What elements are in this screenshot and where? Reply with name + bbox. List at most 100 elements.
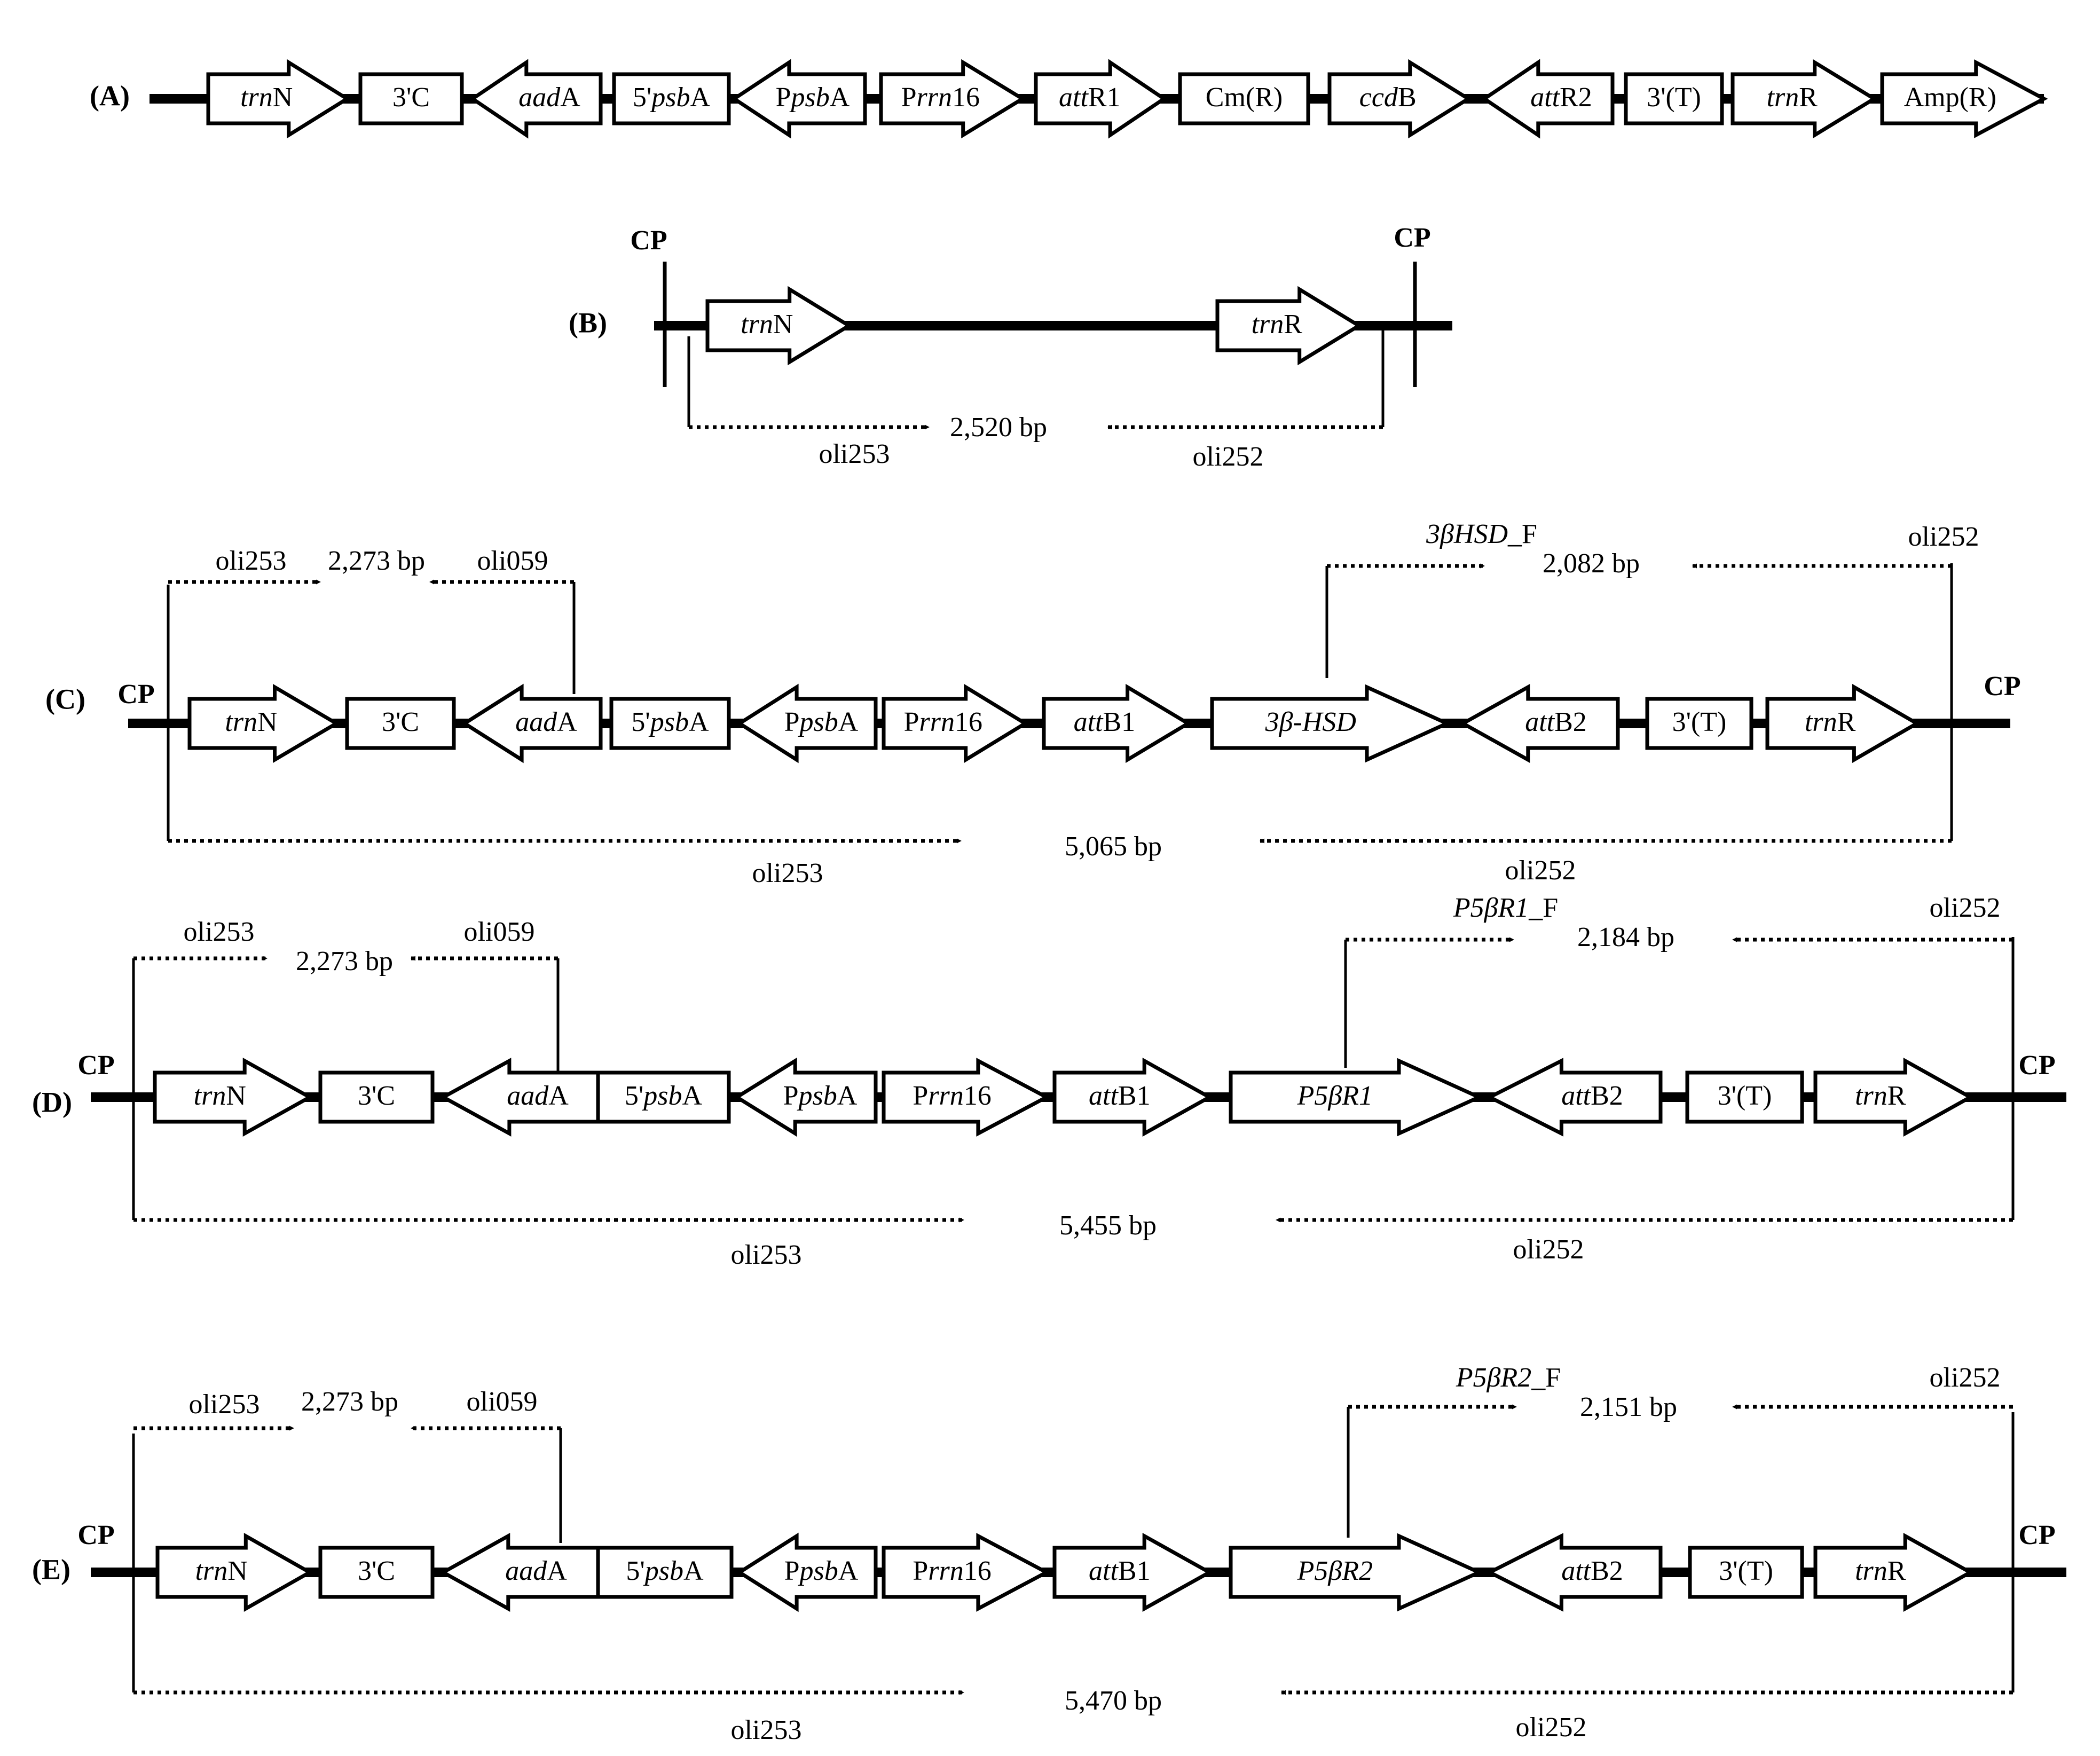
element-3-c-label: 3'C [358,1556,395,1586]
element-attb1: attB1 [1052,1058,1214,1137]
element-cm-r-label: Cm(R) [1206,82,1283,113]
element-attb2-shape [1485,1058,1663,1137]
element-5-psba-label: 5'psbA [633,82,711,113]
element-3-t-shape [1685,1070,1804,1124]
forward-primer-label: oli253 [184,917,255,947]
element-attb1-shape [1052,1533,1214,1612]
element-3-c-shape [358,72,464,125]
element-trnn-label: trnN [195,1556,248,1586]
element-p5-r2-label: P5βR2 [1297,1556,1373,1586]
element-attr2: attR2 [1481,59,1615,139]
element-aada: aadA [439,1058,603,1137]
cp-label-2: CP [2018,1050,2055,1081]
reverse-primer-label: oli059 [467,1387,538,1417]
element-p5-r1-label: P5βR1 [1297,1081,1373,1111]
element-3-t-label: 3'(T) [1718,1081,1772,1111]
reverse-primer-label: oli059 [477,546,548,576]
element-ppsba-label: PpsbA [784,707,859,737]
element-prrn16-label: Prrn16 [904,707,982,737]
element-prrn16-shape [882,1058,1051,1137]
element-3-c: 3'C [358,72,464,125]
element-trnn-label: trnN [240,82,293,113]
panel-label: (E) [32,1553,70,1585]
element-attb2: attB2 [1485,1533,1663,1612]
cp-label-2: CP [2018,1520,2055,1550]
forward-primer-label: oli253 [731,1240,802,1270]
element-trnn-label: trnN [194,1081,246,1111]
element-p5-r2: P5βR2 [1229,1533,1484,1612]
element-trnr-shape [1215,286,1363,366]
element-attb2: attB2 [1485,1058,1663,1137]
panel-b: (B) trnN trnR [569,286,1452,366]
element-prrn16: Prrn16 [882,1533,1051,1612]
forward-primer-label: P5βR1_F [1453,893,1558,923]
element-trnr: trnR [1731,59,1878,139]
element-3-c-label: 3'C [392,82,430,113]
element-5-psba-shape [609,697,731,750]
element-3-c-label: 3'C [358,1081,395,1111]
element-ppsba-label: PpsbA [784,1556,859,1586]
element-trnr-shape [1731,59,1878,139]
element-trnn: trnN [705,286,853,366]
element-trnr-shape [1813,1533,1975,1612]
panel-label: (D) [32,1086,72,1118]
element-trnr-label: trnR [1767,82,1818,113]
element-ccdb-shape [1327,59,1472,139]
panel-label: (B) [569,306,607,338]
element-3-c-shape [318,1546,435,1599]
element-5-psba-label: 5'psbA [625,1081,703,1111]
element-trnr-label: trnR [1252,309,1303,340]
element-attb2: attB2 [1459,684,1620,763]
element-attr1: attR1 [1034,59,1168,139]
element-attr1-label: attR1 [1059,82,1121,113]
element-5-psba-label: 5'psbA [631,707,709,737]
element-3-t-label: 3'(T) [1719,1556,1773,1586]
reverse-primer-label: oli059 [464,917,535,947]
element-prrn16-shape [882,683,1029,763]
element-p5-r1: P5βR1 [1229,1058,1484,1137]
reverse-primer-label: oli252 [1516,1712,1587,1743]
element-3-c: 3'C [345,697,456,750]
element-3-c: 3'C [318,1070,435,1124]
element-aada: aadA [469,59,603,139]
product-size: 2,273 bp [296,946,393,977]
element-ppsba-label: PpsbA [783,1081,858,1111]
element-prrn16-shape [882,1533,1051,1612]
element-3-t: 3'(T) [1624,72,1724,125]
element-attb1-label: attB1 [1089,1081,1151,1111]
element-ppsba-shape [736,1532,878,1612]
element-5-psba: 5'psbA [612,72,731,125]
element-attb1-shape [1052,1058,1214,1137]
element-aada-shape [461,683,603,763]
element-aada-label: aadA [515,707,577,737]
product-size: 2,273 bp [328,546,425,576]
element-trnn-shape [187,683,340,763]
element-prrn16: Prrn16 [882,683,1029,763]
element-trnr: trnR [1765,683,1921,763]
element-3-t-shape [1645,697,1753,750]
reverse-primer-label: oli252 [1930,1363,2001,1393]
panel-d: (D) trnN 3'C aadA 5'psbA PpsbA Prrn16 attB1 P5βR… [32,1057,2066,1137]
forward-primer-label: oli253 [819,439,890,469]
element-3-hsd-shape [1210,684,1452,763]
element-3-hsd-label: 3β-HSD [1265,707,1356,737]
element-trnr-label: trnR [1805,707,1856,737]
element-prrn16-label: Prrn16 [913,1081,991,1111]
element-cm-r: Cm(R) [1178,72,1310,125]
element-trnr-label: trnR [1855,1081,1906,1111]
element-attr2-label: attR2 [1530,82,1592,113]
element-3-t: 3'(T) [1645,697,1753,750]
element-aada-shape [439,1058,603,1137]
element-trnn: trnN [206,59,351,139]
forward-primer-label: oli253 [216,546,287,576]
cp-label-1: CP [77,1520,114,1550]
element-attb1-label: attB1 [1089,1556,1151,1586]
element-prrn16-shape [879,59,1026,139]
element-amp-r-shape [1880,59,2048,138]
forward-primer-label: 3βHSD_F [1426,519,1537,549]
product-size: 2,273 bp [301,1387,398,1417]
element-3-t: 3'(T) [1685,1070,1804,1124]
element-aada: aadA [439,1533,600,1612]
